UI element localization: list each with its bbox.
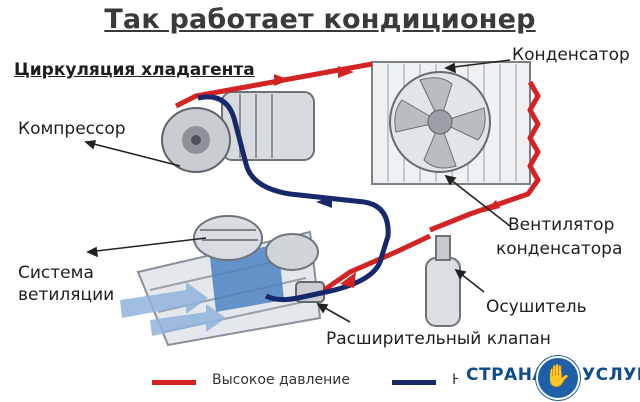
handshake-icon: ✋ <box>536 356 580 400</box>
legend-high-label: Высокое давление <box>212 372 350 388</box>
watermark-left: СТРАНА <box>466 365 547 385</box>
legend-low-label: Н <box>452 372 463 388</box>
legend-low-swatch <box>392 380 436 385</box>
watermark-right: УСЛУГ <box>582 365 640 385</box>
ventilation-unit <box>120 215 322 347</box>
low-pressure-lines <box>197 94 391 303</box>
label-ventilation-line2: ветиляции <box>18 285 115 305</box>
flow-arrows <box>274 66 500 288</box>
label-fan-line2: конденсатора <box>496 239 623 259</box>
label-condenser: Конденсатор <box>512 45 630 65</box>
dryer <box>425 235 461 327</box>
page-title: Так работает кондиционер <box>104 4 536 35</box>
subtitle: Циркуляция хладагента <box>14 60 255 80</box>
pointer-arrows <box>84 59 511 323</box>
label-ventilation-line1: Система <box>18 263 94 283</box>
label-compressor: Компрессор <box>18 119 126 139</box>
condenser <box>371 61 531 185</box>
label-expansion-valve: Расширительный клапан <box>326 329 551 349</box>
label-dryer: Осушитель <box>486 297 587 317</box>
label-fan-line1: Вентилятор <box>508 215 615 235</box>
watermark-badge: СТРАНА ✋ УСЛУГ <box>458 356 640 400</box>
high-pressure-lines <box>174 61 541 293</box>
legend-high-swatch <box>152 380 196 385</box>
compressor <box>161 91 315 173</box>
